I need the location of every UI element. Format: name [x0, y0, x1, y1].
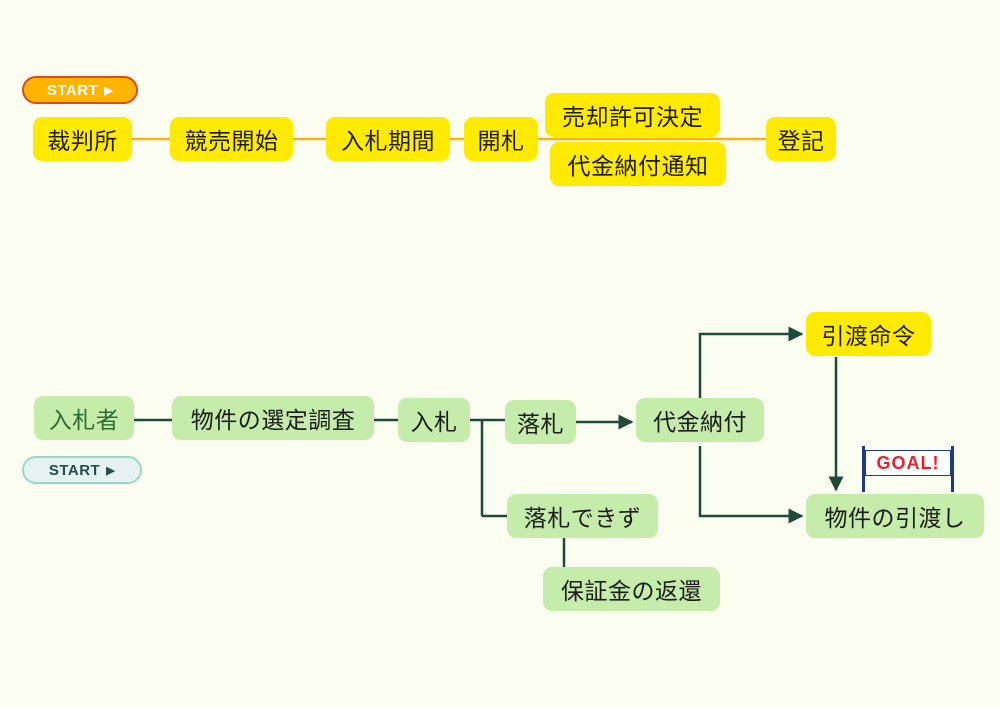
node-failed-bid: 落札できず — [507, 494, 658, 538]
goal-banner-icon: GOAL! — [862, 446, 954, 492]
arrow-payment-handover — [698, 446, 804, 524]
start-badge-bottom: START ▶ — [22, 456, 142, 484]
start-label-top: START — [46, 81, 99, 99]
node-delivery-order: 引渡命令 — [806, 312, 931, 356]
node-bidder: 入札者 — [34, 396, 134, 440]
node-auction-start: 競売開始 — [170, 117, 293, 161]
node-payment-notice: 代金納付通知 — [550, 142, 726, 186]
play-triangle-icon: ▶ — [104, 84, 114, 97]
node-winning-bid: 落札 — [505, 400, 576, 444]
goal-label: GOAL! — [865, 450, 951, 476]
play-triangle-icon: ▶ — [106, 464, 116, 477]
goal-post-left — [862, 446, 865, 492]
arrow-payment-order — [698, 326, 804, 398]
node-registration: 登記 — [766, 117, 836, 161]
node-bidding-period: 入札期間 — [326, 117, 450, 161]
start-label-bottom: START — [48, 461, 101, 479]
node-court: 裁判所 — [33, 117, 132, 161]
node-handover: 物件の引渡し — [806, 494, 984, 538]
goal-post-right — [951, 446, 954, 492]
node-bid-opening: 開札 — [464, 117, 538, 161]
node-property-research: 物件の選定調査 — [172, 396, 374, 440]
node-deposit-return: 保証金の返還 — [543, 567, 720, 611]
node-sale-permit: 売却許可決定 — [545, 93, 720, 137]
start-badge-top: START ▶ — [22, 76, 138, 104]
node-payment: 代金納付 — [636, 398, 764, 442]
node-bid: 入札 — [398, 398, 470, 442]
